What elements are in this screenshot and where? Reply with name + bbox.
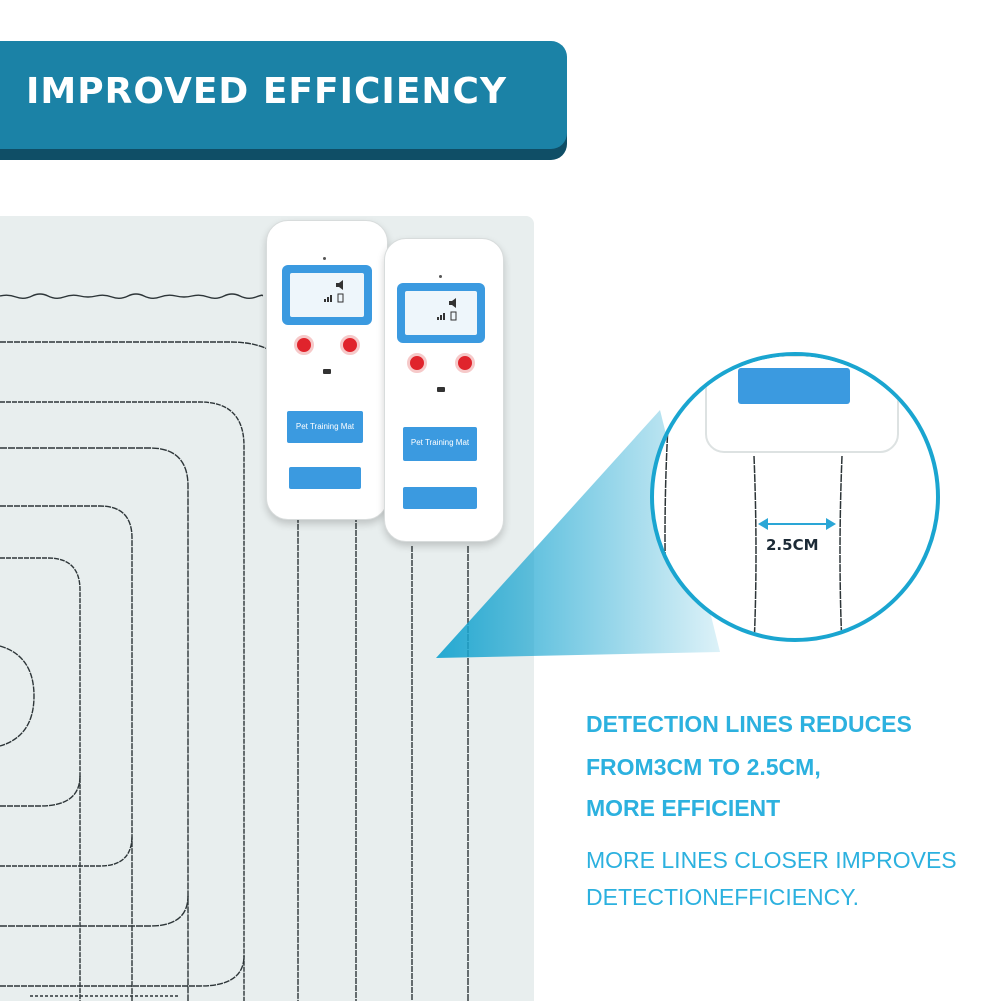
measurement-label: 2.5CM: [766, 536, 819, 554]
detection-line: [0, 293, 264, 299]
indicator-dot: [323, 257, 326, 260]
sensor-light: [323, 369, 331, 374]
sensor-light: [437, 387, 445, 392]
lcd-display: [290, 273, 364, 317]
detection-line: [0, 447, 189, 1001]
banner: [0, 41, 567, 149]
detection-line: [0, 775, 81, 807]
left-button: [294, 335, 314, 355]
signal-icon: [324, 295, 332, 302]
lcd-screen: [282, 265, 372, 325]
detection-line: [0, 835, 133, 867]
banner-title: IMPROVED EFFICIENCY: [26, 71, 508, 112]
headline-line-3: MORE EFFICIENT: [586, 795, 781, 821]
right-button: [455, 353, 475, 373]
zoom-label-box: [738, 368, 850, 404]
alarm-controller-left: Pet Training Mat: [266, 220, 388, 520]
device-label: Pet Training Mat: [287, 411, 363, 443]
detection-line: [0, 645, 35, 747]
device-label: Pet Training Mat: [403, 427, 477, 461]
lcd-screen: [397, 283, 485, 343]
right-button: [340, 335, 360, 355]
battery-icon: [337, 293, 344, 303]
volume-icon: [449, 298, 456, 308]
battery-icon: [450, 311, 457, 321]
indicator-dot: [439, 275, 442, 278]
detection-line: [0, 401, 245, 1001]
detection-line: [0, 557, 81, 1001]
lcd-icons: [437, 298, 457, 321]
zoom-detail: [664, 356, 899, 638]
detection-line: [0, 955, 245, 987]
headline-line-2: FROM3CM TO 2.5CM,: [586, 754, 821, 780]
signal-icon: [437, 313, 445, 320]
detection-line: [0, 341, 299, 1001]
body-line-1: MORE LINES CLOSER IMPROVES: [586, 847, 957, 873]
lcd-display: [405, 291, 477, 335]
zoom-detection-line: [753, 455, 757, 638]
alarm-controller-right: Pet Training Mat: [384, 238, 504, 542]
zoom-detection-line: [839, 455, 843, 638]
lcd-icons: [324, 280, 344, 303]
headline-line-1: DETECTION LINES REDUCES: [586, 711, 912, 737]
zoom-detection-line: [664, 425, 669, 638]
detection-line: [0, 505, 133, 1001]
blank-label: [289, 467, 361, 489]
detection-lines: [0, 293, 469, 1001]
volume-icon: [336, 280, 343, 290]
blank-label: [403, 487, 477, 509]
body-line-2: DETECTIONEFFICIENCY.: [586, 884, 860, 910]
left-button: [407, 353, 427, 373]
zoom-circle: [650, 352, 940, 642]
double-arrow-icon: [758, 518, 836, 530]
detection-line: [0, 895, 189, 927]
